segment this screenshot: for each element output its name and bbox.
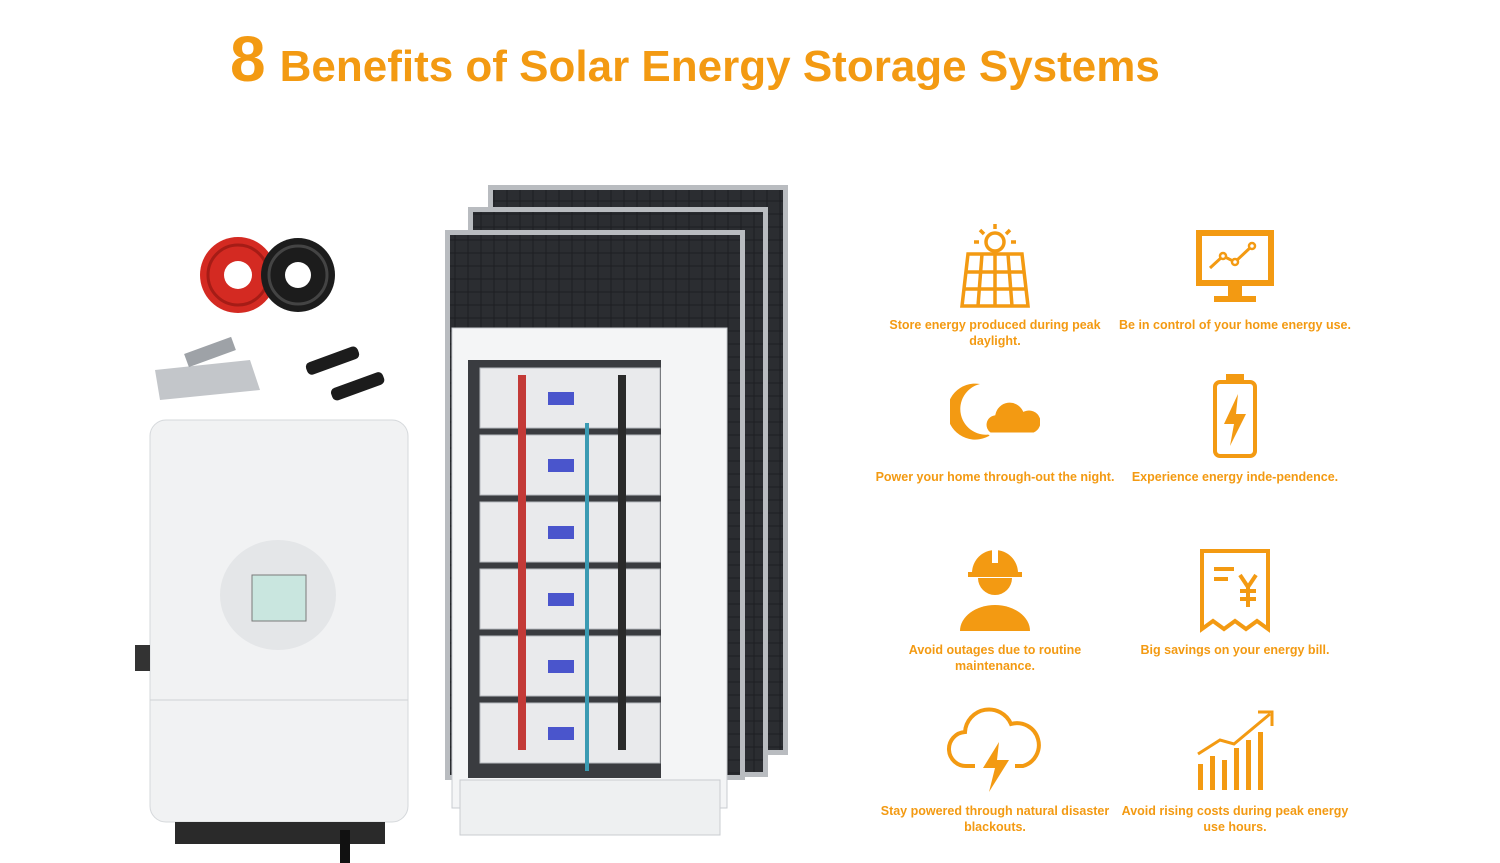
battery-bolt-icon	[1213, 374, 1257, 458]
benefit-item-night-power: Power your home through-out the night.	[875, 372, 1115, 486]
benefit-caption: Avoid outages due to routine maintenance…	[908, 643, 1082, 673]
benefit-item-independence: Experience energy inde-pendence.	[1115, 372, 1355, 486]
benefit-caption: Big savings on your energy bill.	[1140, 643, 1330, 657]
benefit-caption: Avoid rising costs during peak energy us…	[1121, 804, 1349, 834]
title-number: 8	[230, 23, 266, 95]
battery-cabinet	[451, 327, 728, 836]
cable-reels	[200, 237, 335, 313]
benefit-item-control-energy: Be in control of your home energy use.	[1115, 222, 1355, 334]
hybrid-inverter	[135, 419, 409, 863]
title-text: Benefits of Solar Energy Storage Systems	[279, 42, 1160, 91]
benefit-caption: Be in control of your home energy use.	[1119, 318, 1351, 332]
benefit-caption: Stay powered through natural disaster bl…	[880, 804, 1110, 834]
rising-bars-icon	[1197, 710, 1274, 790]
benefit-caption: Store energy produced during peak daylig…	[889, 318, 1101, 348]
benefit-item-disaster: Stay powered through natural disaster bl…	[875, 706, 1115, 835]
solar-panel-icon	[960, 224, 1030, 308]
storm-cloud-icon	[947, 707, 1041, 792]
mount-bracket	[155, 336, 260, 400]
worker-icon	[960, 549, 1030, 631]
benefit-item-store-energy: Store energy produced during peak daylig…	[875, 222, 1115, 349]
benefit-caption: Power your home through-out the night.	[875, 470, 1115, 484]
moon-cloud-icon	[950, 383, 1040, 440]
monitor-chart-icon	[1196, 230, 1274, 302]
benefit-item-savings: Big savings on your energy bill.	[1115, 545, 1355, 659]
benefit-caption: Experience energy inde-pendence.	[1131, 470, 1339, 484]
benefit-item-avoid-outages: Avoid outages due to routine maintenance…	[875, 545, 1115, 674]
benefit-item-rising-costs: Avoid rising costs during peak energy us…	[1115, 706, 1355, 835]
solar-system-product-icon	[135, 185, 788, 863]
mc4-connectors	[305, 346, 385, 401]
page-title: 8 Benefits of Solar Energy Storage System…	[230, 22, 1160, 96]
receipt-yen-icon	[1200, 549, 1270, 633]
